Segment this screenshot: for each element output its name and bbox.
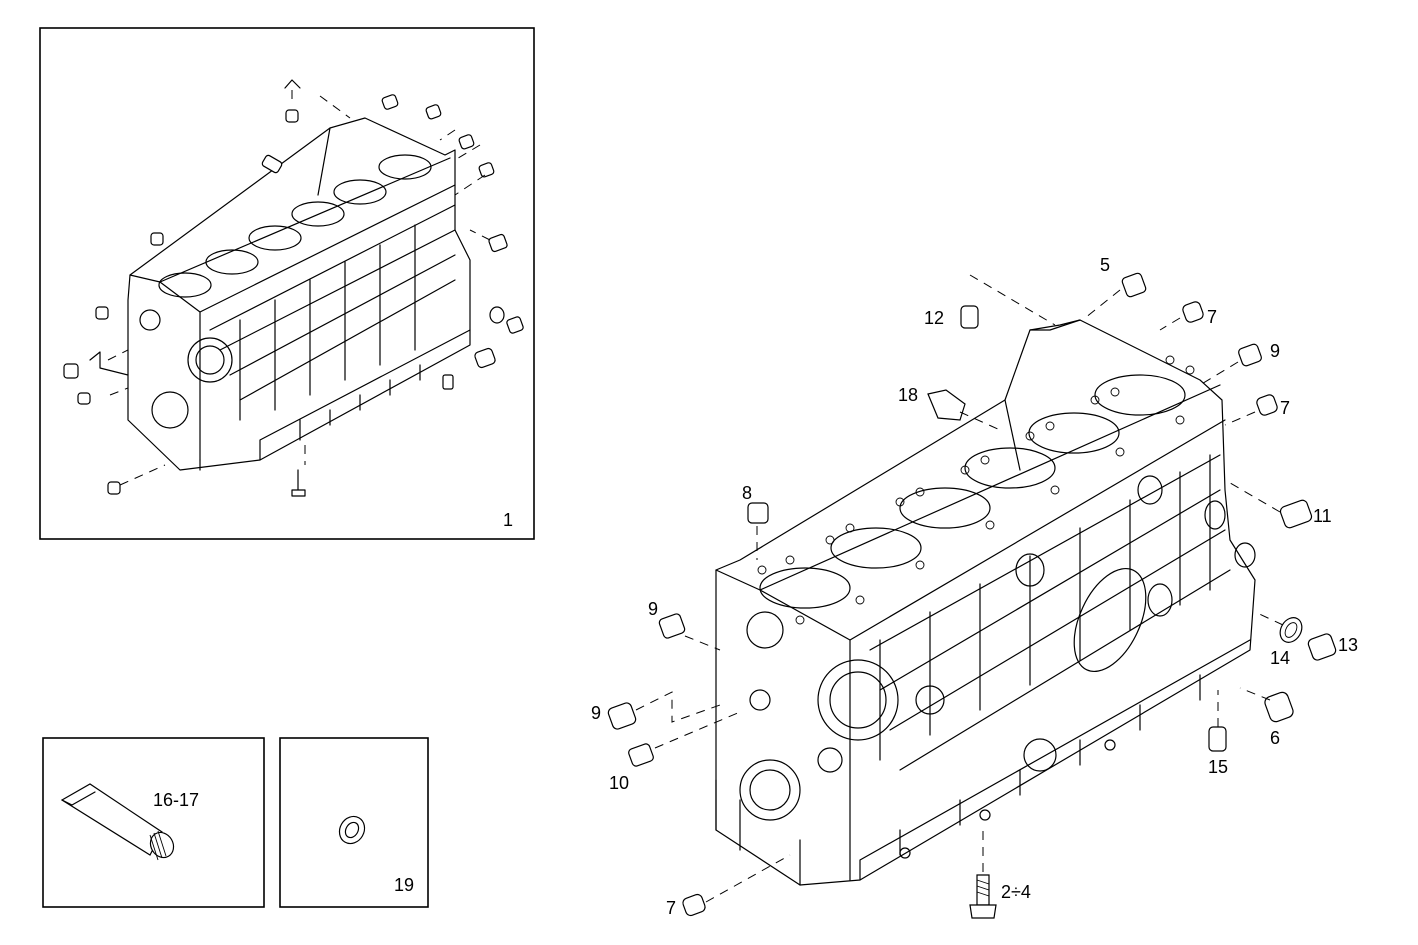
callout-12: 12 [924,308,944,328]
sealant-frame [42,737,265,908]
engine-block [715,319,1256,886]
callout-18: 18 [898,385,918,405]
callout-7-bottom: 7 [666,898,676,918]
callout-9-lower: 9 [591,703,601,723]
overview-inset-label: 1 [503,510,513,530]
washer-14 [1279,617,1303,643]
callout-6: 6 [1270,728,1280,748]
plug-13 [1307,633,1337,661]
leader-lines [635,274,1284,903]
dowel-10 [628,743,654,767]
cap-7b [1256,394,1278,416]
fitting-18 [927,389,966,421]
callout-5: 5 [1100,255,1110,275]
sealant-tube-icon [60,783,175,861]
dowel-12 [960,305,979,329]
callout-9-left: 9 [648,599,658,619]
plug-9a [1238,343,1262,367]
callout-7-top: 7 [1207,307,1217,327]
overview-inset: 1 [39,27,535,540]
seal-ring-icon [338,815,366,845]
overview-engine-block [127,117,471,471]
bolt-2-4 [976,874,990,906]
callout-10: 10 [609,773,629,793]
sealant-inset-label: 16-17 [153,790,199,810]
overview-frame [39,27,535,540]
plug-5 [1121,272,1147,298]
callout-2-4: 2÷4 [1001,882,1031,902]
dowel-15 [1208,726,1227,752]
seal-ring-inset-label: 19 [394,875,414,895]
plug-9b [658,613,686,639]
sealant-inset: 16-17 [42,737,265,908]
callout-13: 13 [1338,635,1358,655]
callout-11: 11 [1313,506,1332,526]
callout-7-mid: 7 [1280,398,1290,418]
overview-parts [63,79,524,497]
callout-14: 14 [1270,648,1290,668]
cap-7c [682,893,706,917]
callout-15: 15 [1208,757,1228,777]
loose-parts [607,272,1337,919]
callout-8: 8 [742,483,752,503]
seal-ring-inset: 19 [279,737,429,908]
cap-6 [1264,691,1294,723]
plug-11 [1279,499,1313,529]
plug-9c [607,702,637,730]
cap-8 [747,502,769,524]
callout-9-top: 9 [1270,341,1280,361]
cap-7a [1182,301,1204,323]
callout-labels: 5 12 7 9 18 7 8 11 9 9 10 14 13 6 15 7 2… [591,255,1358,918]
